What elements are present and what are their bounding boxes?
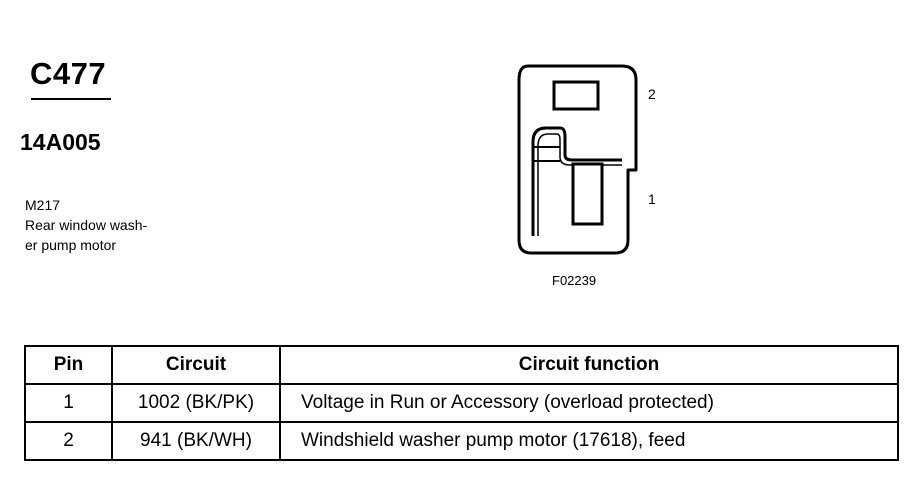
figure-code: F02239 (552, 273, 597, 288)
circuit-cell: 941 (BK/WH) (111, 421, 281, 461)
part-number: 14A005 (20, 129, 101, 155)
function-cell: Voltage in Run or Accessory (overload pr… (279, 383, 899, 423)
circuit-cell: 1002 (BK/PK) (111, 383, 281, 423)
function-cell: Windshield washer pump motor (17618), fe… (279, 421, 899, 461)
component-description: M217 Rear window wash- er pump motor (25, 195, 147, 255)
pin-cell: 2 (24, 421, 113, 461)
pin-2-cavity (552, 80, 600, 111)
pin-cell: 1 (24, 383, 113, 423)
header-pin: Pin (24, 345, 113, 385)
pin-1-cavity (571, 162, 604, 226)
component-code: M217 (25, 197, 61, 213)
table-row: 2 941 (BK/WH) Windshield washer pump mot… (24, 421, 899, 461)
lock-recess (531, 126, 622, 236)
table-row: 1 1002 (BK/PK) Voltage in Run or Accesso… (24, 383, 899, 423)
component-name-line-2: er pump motor (25, 237, 117, 253)
pin-2-label: 2 (648, 86, 656, 102)
connector-face-drawing (517, 64, 638, 255)
pin-1-label: 1 (648, 191, 656, 207)
pinout-table: Pin Circuit Circuit function 1 1002 (BK/… (24, 345, 899, 461)
connector-id: C477 (30, 56, 107, 91)
component-name-line-1: Rear window wash- (25, 217, 148, 233)
title-underline (31, 98, 111, 100)
header-circuit: Circuit (111, 345, 281, 385)
lock-recess-inner (537, 133, 622, 236)
table-header-row: Pin Circuit Circuit function (24, 345, 899, 385)
header-circuit-function: Circuit function (279, 345, 899, 385)
